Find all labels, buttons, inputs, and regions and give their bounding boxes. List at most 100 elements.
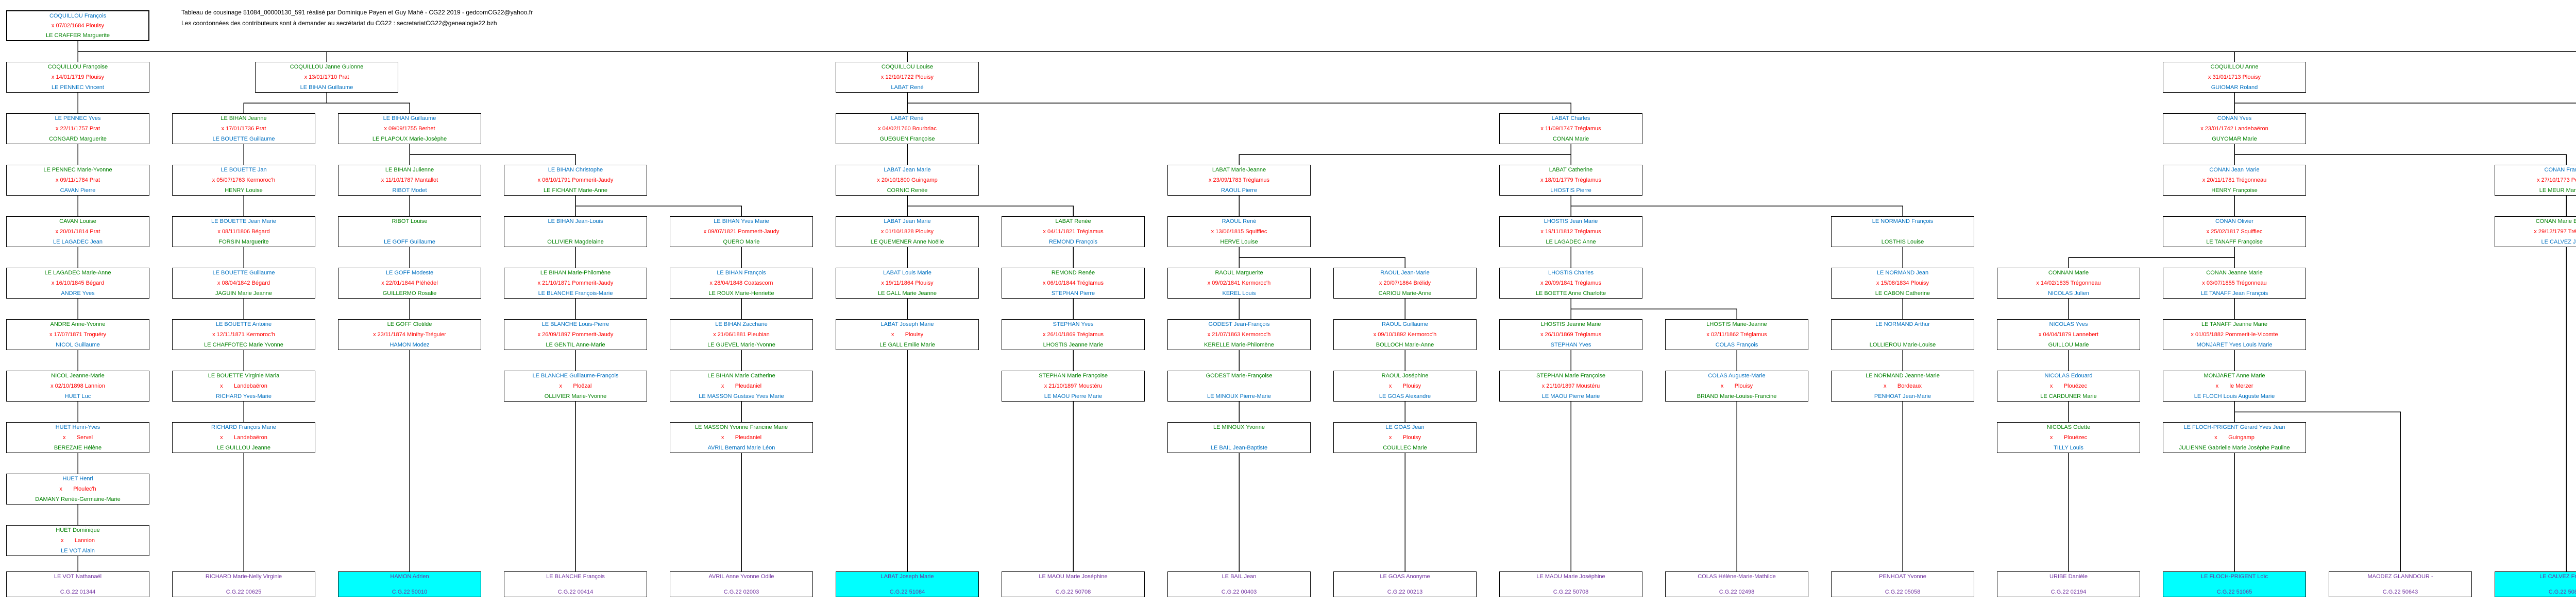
marriage-date-place: x 21/07/1863 Kermoroc'h [1207,332,1271,338]
family-connector [2234,402,2401,571]
spouse-name: FORSIN Marguerite [218,239,269,245]
person-box: LE NORMAND Jeanne-Marie x Bordeaux PENHO… [1831,371,1974,402]
person-box: CONNAN Marie x 14/02/1835 Trégonneau NIC… [1997,268,2140,299]
marriage-date-place: x 05/07/1763 Kermoroc'h [212,177,276,183]
marriage-date-place: x 01/05/1882 Pommerit-le-Vicomte [2191,332,2278,338]
person-name: LABAT Marie-Jeanne [1212,167,1266,173]
spouse-name: BOLLOCH Marie-Anne [1376,342,1434,348]
person-box: LE BIHAN Yves Marie x 09/07/1821 Pommeri… [670,216,813,247]
spouse-name: STEPHAN Yves [1550,342,1591,348]
person-box: LHOSTIS Jean Marie x 19/11/1812 Tréglamu… [1499,216,1642,247]
person-box: HUET Henri x Ploulec'h DAMANY Renée-Germ… [6,474,149,505]
spouse-name: HENRY Françoise [2211,187,2258,194]
person-name: STEPHAN Marie Françoise [1039,373,1108,379]
family-connector [907,93,1571,113]
spouse-name: LE MINOUX Pierre-Marie [1207,393,1272,399]
spouse-name: ANDRE Yves [61,290,95,297]
marriage-date-place: x Landebaëron [220,435,267,441]
spouse-name: COUILLEC Marie [1383,445,1427,451]
person-box: LE BOUETTE Jean Marie x 08/11/1806 Bégar… [172,216,315,247]
spouse-name: LOLLIEROU Marie-Louise [1869,342,1936,348]
spouse-name: QUERO Marie [723,239,760,245]
person-box: RICHARD François Marie x Landebaëron LE … [172,422,315,453]
chart-title-line2: Les coordonnées des contributeurs sont à… [181,20,497,27]
spouse-name: STEPHAN Pierre [1051,290,1095,297]
person-box: RAOUL Jean-Marie x 20/07/1864 Brélidy CA… [1333,268,1477,299]
person-name: RAOUL Guillaume [1381,321,1429,327]
person-name: LE NORMAND Jean [1876,270,1929,276]
marriage-date-place: x Plouisy [1388,383,1421,389]
person-name: CONAN Yves [2217,115,2252,121]
person-name: LABAT Charles [1551,115,1590,121]
spouse-name: GUIOMAR Roland [2211,84,2258,91]
marriage-date-place: x 09/10/1892 Kermoroc'h [1373,332,1437,338]
person-name: LABAT Renée [1055,218,1091,224]
spouse-name: LE GOFF Guillaume [384,239,435,245]
person-name: LE FLOCH-PRIGENT Gérard Yves Jean [2183,424,2285,430]
cg22-member-number: C.G.22 51065 [2216,589,2252,595]
spouse-name: MONJARET Yves Louis Marie [2196,342,2273,348]
person-box: CONAN François x 27/10/1773 Pédernec LE … [2495,165,2576,196]
spouse-name: LE BOETTE Anne Charlotte [1535,290,1606,297]
person-name: LABAT Louis Marie [883,270,931,276]
person-name: LE BLANCHE Guillaume-François [532,373,619,379]
person-name: NICOLAS Edouard [2044,373,2093,379]
person-box: LE MINOUX Yvonne LE BAIL Jean-Baptiste [1167,422,1311,453]
marriage-date-place: x 08/11/1806 Bégard [217,229,270,235]
person-name: NICOLAS Odette [2046,424,2091,430]
spouse-name: JAGUIN Marie Jeanne [215,290,273,297]
person-box: LE FLOCH-PRIGENT Gérard Yves Jean x Guin… [2163,422,2306,453]
marriage-date-place: x Plouisy [1388,435,1421,441]
spouse-name: REMOND François [1048,239,1098,245]
person-name: COQUILLOU Janne Guionne [290,64,364,70]
descendant-leaf-box: URIBE Danièle C.G.22 02194 [1997,571,2140,597]
spouse-name: LE MAOU Pierre Marie [1044,393,1103,399]
person-box: STEPHAN Yves x 26/10/1869 Tréglamus LHOS… [1002,319,1145,350]
marriage-date-place: x 11/09/1747 Tréglamus [1540,126,1601,132]
descendant-leaf-box: HAMON Adrien C.G.22 50010 [338,571,481,597]
person-box: GODEST Jean-François x 21/07/1863 Kermor… [1167,319,1311,350]
person-box: CONAN Olivier x 25/02/1817 Squiffiec LE … [2163,216,2306,247]
descendant-name: AVRIL Anne Yvonne Odile [708,574,774,580]
person-name: ANDRE Anne-Yvonne [50,321,106,327]
descendant-leaf-box: RICHARD Marie-Nelly Virginie C.G.22 0062… [172,571,315,597]
person-name: NICOL Jeanne-Marie [51,373,105,379]
chart-title: Tableau de cousinage 51084_00000130_591 … [181,7,533,29]
person-box: CONAN Yves x 23/01/1742 Landebaëron GUYO… [2163,113,2306,144]
cg22-member-number: C.G.22 50010 [392,589,428,595]
marriage-date-place: x 09/07/1821 Pommerit-Jaudy [703,229,779,235]
marriage-date-place: x 28/04/1848 Coatascorn [709,280,773,286]
person-box: COQUILLOU Françoise x 14/01/1719 Plouisy… [6,62,149,93]
person-name: STEPHAN Marie Françoise [1536,373,1605,379]
spouse-name: COLAS François [1715,342,1758,348]
descendant-name: MAODEZ GLANNDOUR - [2367,574,2433,580]
person-name: REMOND Renée [1051,270,1095,276]
spouse-name: LE CRAFFER Marguerite [45,32,110,39]
person-box: COQUILLOU Louise x 12/10/1722 Plouisy LA… [836,62,979,93]
person-name: LE BIHAN Marie Catherine [707,373,775,379]
spouse-name: LE BLANCHE François-Marie [538,290,613,297]
marriage-date-place: x 26/10/1869 Tréglamus [1042,332,1104,338]
spouse-name: OLLIVIER Magdelaine [547,239,604,245]
marriage-date-place: x 31/01/1713 Plouisy [2208,74,2261,80]
marriage-date-place: x 20/09/1841 Tréglamus [1540,280,1602,286]
descendant-name: LE GOAS Anonyme [1380,574,1430,580]
descendant-name: LE CALVEZ François [2539,574,2576,580]
spouse-name: LOSTHIS Louise [1881,239,1924,245]
person-name: HUET Henri [62,476,93,482]
spouse-name: RIBOT Modet [392,187,427,194]
marriage-date-place: x 19/11/1864 Plouisy [881,280,934,286]
person-name: STEPHAN Yves [1053,321,1094,327]
marriage-date-place: x 20/01/1814 Prat [55,229,100,235]
person-box: LE BIHAN François x 28/04/1848 Coatascor… [670,268,813,299]
spouse-name: LE TANAFF Jean François [2200,290,2268,297]
marriage-date-place: x Landebaëron [220,383,267,389]
marriage-date-place: x 27/10/1773 Pédernec [2537,177,2576,183]
person-box: LE MASSON Yvonne Francine Marie x Pleuda… [670,422,813,453]
descendant-name: RICHARD Marie-Nelly Virginie [205,574,282,580]
spouse-name: LE FLOCH Louis Auguste Marie [2194,393,2275,399]
cg22-member-number: C.G.22 00414 [557,589,594,595]
spouse-name: LE FICHANT Marie-Anne [544,187,607,194]
person-box: LE BIHAN Christophe x 06/10/1791 Pommeri… [504,165,647,196]
